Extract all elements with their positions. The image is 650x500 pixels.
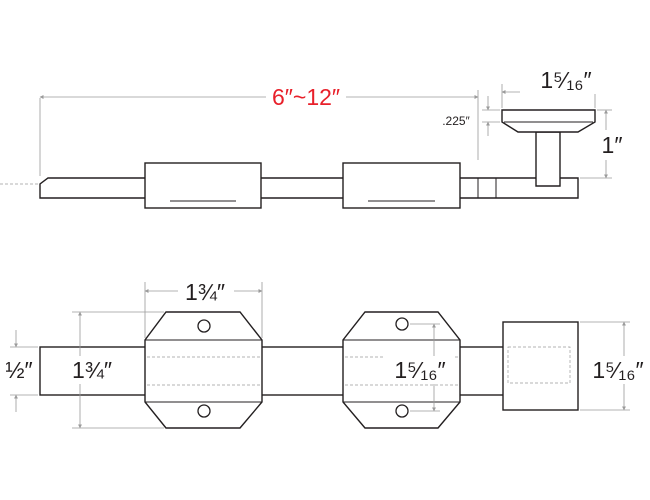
strike-height-label: 1⁵⁄₁₆″ xyxy=(592,357,643,383)
top-guide-left-hole-lower xyxy=(197,404,211,418)
guide-width-label: 1¾″ xyxy=(185,279,225,305)
knob-width-label: 1⁵⁄₁₆″ xyxy=(540,67,591,93)
knob-height-label: 1″ xyxy=(602,132,623,158)
side-view xyxy=(0,84,612,209)
side-guide-block-right xyxy=(342,162,461,209)
overall-length-label: 6″~12″ xyxy=(272,84,340,110)
top-guide-right-hole-upper xyxy=(395,317,409,331)
top-knob-square xyxy=(502,321,579,411)
guide-height-label: 1¾″ xyxy=(72,357,112,383)
top-guide-right-hole-lower xyxy=(395,404,409,418)
plate-offset-label: .225″ xyxy=(442,114,470,128)
top-view xyxy=(10,282,630,429)
top-guide-left-hole-upper xyxy=(197,319,211,333)
side-bolt-rod xyxy=(39,177,579,199)
side-knob-cap xyxy=(501,109,596,133)
side-knob-stem xyxy=(535,131,561,187)
top-guide-left xyxy=(144,311,263,429)
bolt-height-label: ½″ xyxy=(5,357,32,383)
hole-spacing-label: 1⁵⁄₁₆″ xyxy=(394,357,445,383)
